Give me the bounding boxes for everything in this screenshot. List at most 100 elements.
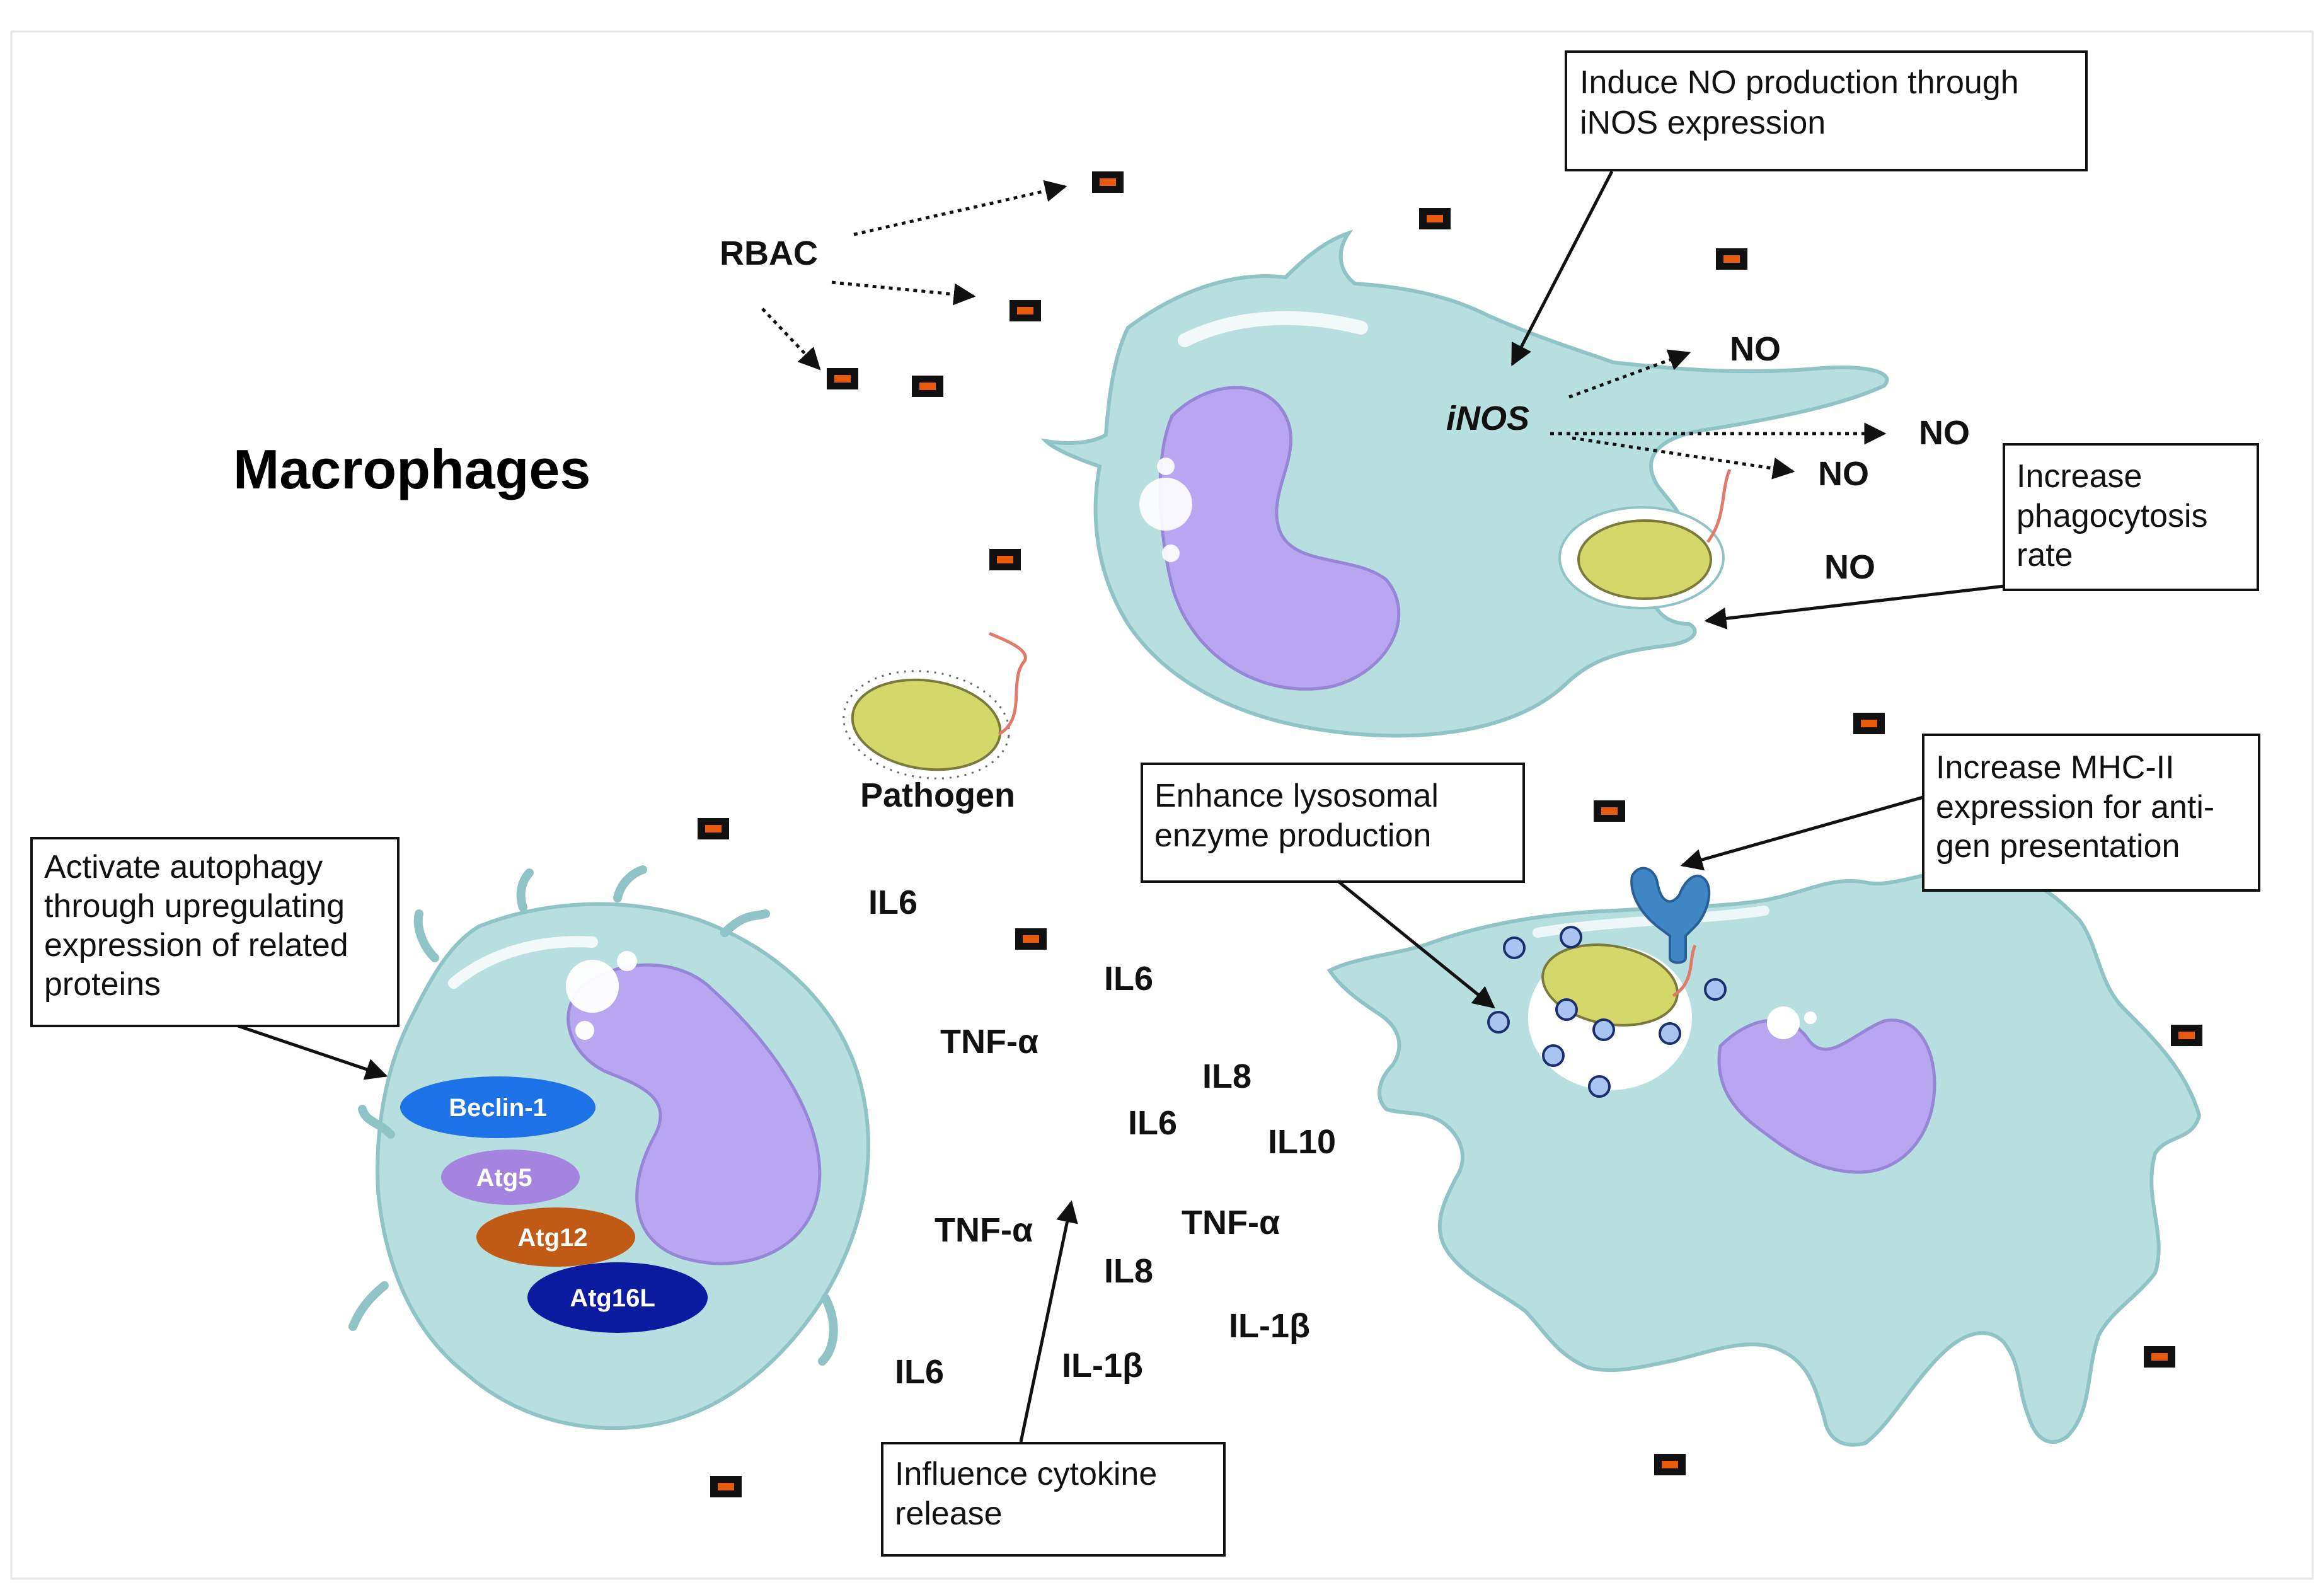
cytokine-label: IL-1β: [1229, 1307, 1310, 1345]
vacuole: [575, 1021, 594, 1040]
cytokine-label: IL6: [1104, 960, 1153, 998]
lysosome: [1542, 1044, 1565, 1067]
vacuole: [1804, 1011, 1817, 1024]
lysosome: [1704, 978, 1727, 1001]
lysosomes: [1487, 926, 1727, 1098]
no-arrows: [1550, 349, 1887, 480]
rbac-particle: [1716, 248, 1747, 270]
rbac-particle: [698, 818, 729, 839]
vacuole: [566, 960, 619, 1013]
no-label: NO: [1919, 414, 1970, 452]
rbac-particle: [2171, 1025, 2202, 1046]
box-line: rate: [2016, 537, 2073, 573]
vacuole: [1139, 478, 1192, 531]
left-macrophage-nucleus: [567, 963, 822, 1265]
mhc-ii-receptor: [1630, 867, 1711, 964]
box-mhc: Increase MHC-II expression for anti- gen…: [1922, 734, 2260, 892]
pathogen-pili: [843, 670, 1010, 780]
left-macrophage: Beclin-1 Atg5 Atg12 Atg16L: [348, 865, 870, 1431]
protein-label: Atg5: [476, 1164, 532, 1192]
lysosome: [1560, 926, 1582, 948]
rbac-label: RBAC: [720, 234, 818, 272]
atg16l-protein: [527, 1262, 708, 1333]
top-macrophage-highlight: [1178, 311, 1368, 347]
right-macrophage-body: [1326, 867, 2202, 1447]
pathogen-label: Pathogen: [860, 776, 1015, 814]
left-macrophage-filopodia: [348, 865, 838, 1366]
box-line: Enhance lysosomal: [1154, 778, 1439, 814]
rbac-particle: [1654, 1454, 1686, 1475]
box-autophagy: Activate autophagy through upregulating …: [30, 837, 400, 1027]
box-line: phagocytosis: [2016, 498, 2208, 534]
lysosome: [1487, 1011, 1510, 1034]
cytokine-label: TNF-α: [935, 1211, 1033, 1249]
beclin-1-protein: [400, 1076, 595, 1138]
cytokine-label: IL8: [1104, 1252, 1153, 1290]
arrow-to-mhc: [1680, 795, 1924, 871]
box-line: Activate autophagy: [44, 849, 323, 885]
lysosome: [1592, 1018, 1615, 1041]
box-line: enzyme production: [1154, 817, 1431, 854]
no-label: NO: [1818, 455, 1869, 493]
protein-label: Atg12: [517, 1224, 587, 1252]
arrow-to-cytokines: [1019, 1200, 1078, 1443]
top-macrophage-nucleus: [1158, 386, 1401, 691]
rbac-particles: [698, 171, 2202, 1497]
box-no-production: Induce NO production through iNOS expres…: [1565, 50, 2088, 171]
vacuole: [1162, 544, 1180, 562]
rbac-particle: [710, 1476, 742, 1497]
pathogen-body: [851, 678, 1002, 771]
rbac-particle: [1092, 171, 1124, 193]
rbac-particle: [1853, 713, 1885, 734]
lysosome: [1555, 998, 1578, 1021]
rbac-particle: [989, 549, 1021, 570]
rbac-particle: [1015, 928, 1047, 950]
box-line: Influence cytokine: [895, 1456, 1157, 1492]
cytokine-label: IL8: [1202, 1057, 1251, 1095]
right-macrophage-nucleus: [1717, 1018, 1936, 1174]
box-line: expression for anti-: [1936, 789, 2214, 826]
box-line: gen presentation: [1936, 828, 2180, 865]
box-line: Induce NO production through: [1580, 64, 2019, 101]
box-phagocytosis: Increase phagocytosis rate: [2003, 443, 2259, 591]
protein-label: Beclin-1: [449, 1094, 547, 1122]
arrow-to-lysosomes: [1337, 880, 1495, 1009]
box-line: iNOS expression: [1580, 105, 1826, 141]
free-pathogen: [843, 631, 1027, 780]
no-label: NO: [1824, 548, 1875, 586]
right-macrophage: [1326, 867, 2202, 1447]
box-line: release: [895, 1495, 1003, 1532]
cytokine-label: IL6: [1128, 1104, 1177, 1142]
atg12-protein: [476, 1207, 635, 1267]
atg5-protein: [441, 1149, 580, 1205]
rbac-arrows: [761, 180, 1067, 371]
box-lysosomal: Enhance lysosomal enzyme production: [1141, 763, 1525, 883]
protein-label: Atg16L: [570, 1284, 655, 1312]
box-cytokine: Influence cytokine release: [881, 1442, 1226, 1557]
cytokine-label: IL-1β: [1062, 1347, 1143, 1385]
box-line: Increase MHC-II: [1936, 749, 2175, 786]
rbac-particle: [912, 376, 943, 397]
cytokine-label: IL6: [868, 884, 918, 921]
arrow-to-proteins: [238, 1024, 388, 1080]
vacuole: [1157, 458, 1175, 475]
cytokine-label: TNF-α: [1182, 1204, 1280, 1241]
rbac-particle: [1419, 208, 1451, 229]
cytokine-label: TNF-α: [940, 1023, 1038, 1061]
arrow-to-inos: [1510, 170, 1614, 367]
pathogen-flagellum: [988, 631, 1027, 736]
bacterium-flagellum: [1672, 944, 1697, 998]
vacuole: [1767, 1006, 1800, 1039]
no-label: NO: [1730, 330, 1781, 368]
left-macrophage-highlight: [448, 936, 598, 989]
inos-label: iNOS: [1446, 400, 1529, 437]
box-line: proteins: [44, 966, 161, 1003]
box-line: expression of related: [44, 927, 348, 964]
cytokine-cluster: IL6 IL6 TNF-α IL8 IL6 IL10 TNF-α TNF-α I…: [868, 884, 1336, 1391]
cytokine-label: IL6: [895, 1353, 944, 1391]
rbac-particle: [827, 368, 858, 389]
vacuole: [617, 951, 637, 971]
rbac-particle: [1594, 800, 1625, 822]
bacterium-flagellum: [1706, 469, 1732, 543]
